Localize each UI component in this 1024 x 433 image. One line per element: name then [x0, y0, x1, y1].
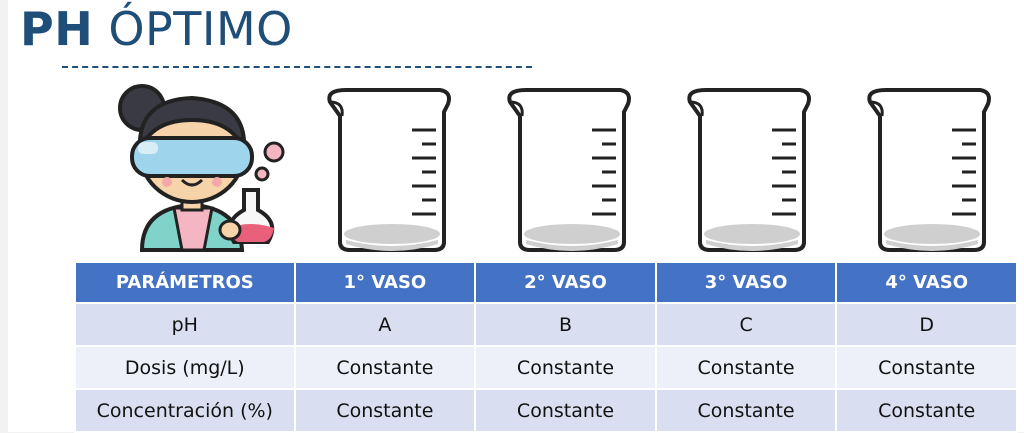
table-cell: A	[293, 302, 477, 347]
header-vaso-4: 4° VASO	[835, 261, 1018, 304]
table-cell: B	[474, 302, 657, 347]
header-parametros: PARÁMETROS	[74, 261, 296, 304]
title-underline	[62, 66, 532, 68]
table-cell: Constante	[654, 388, 838, 433]
row-label: Dosis (mg/L)	[74, 345, 296, 390]
table-cell: Constante	[293, 388, 477, 433]
table-cell: Constante	[293, 345, 477, 390]
table-header-row: PARÁMETROS 1° VASO 2° VASO 3° VASO 4° VA…	[74, 261, 1018, 304]
title-bold: PH	[20, 2, 94, 56]
table-row: Concentración (%) Constante Constante Co…	[74, 388, 1018, 433]
table-cell: Constante	[474, 345, 657, 390]
parameters-table: PARÁMETROS 1° VASO 2° VASO 3° VASO 4° VA…	[74, 261, 1018, 433]
header-vaso-2: 2° VASO	[474, 261, 657, 304]
header-vaso-3: 3° VASO	[654, 261, 838, 304]
table-cell: C	[654, 302, 838, 347]
beaker-icon-1	[327, 88, 451, 252]
page-title: PH ÓPTIMO	[20, 2, 293, 56]
table-cell: Constante	[474, 388, 657, 433]
row-label: Concentración (%)	[74, 388, 296, 433]
table-cell: D	[835, 302, 1018, 347]
table-row: pH A B C D	[74, 302, 1018, 347]
table-cell: Constante	[654, 345, 838, 390]
beaker-icon-2	[507, 88, 631, 252]
beaker-icon-4	[867, 88, 991, 252]
header-vaso-1: 1° VASO	[293, 261, 477, 304]
table-row: Dosis (mg/L) Constante Constante Constan…	[74, 345, 1018, 390]
table-cell: Constante	[835, 388, 1018, 433]
table-cell: Constante	[835, 345, 1018, 390]
title-rest: ÓPTIMO	[108, 2, 293, 56]
scientist-icon	[118, 84, 285, 252]
beaker-icon-3	[687, 88, 811, 252]
slide: PH ÓPTIMO	[8, 0, 1024, 433]
row-label: pH	[74, 302, 296, 347]
